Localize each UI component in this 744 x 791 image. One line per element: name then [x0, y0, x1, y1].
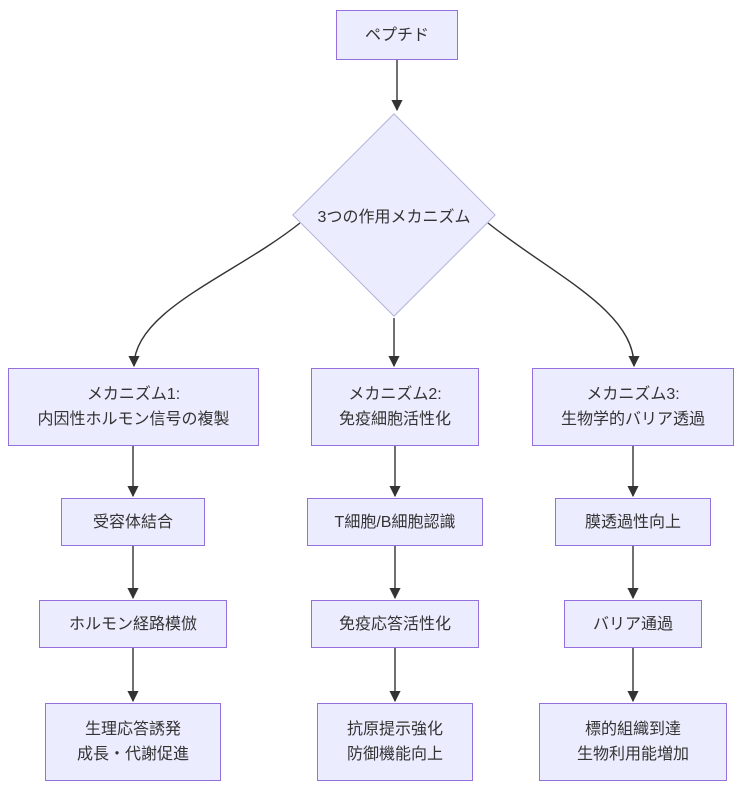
node-mechanism-2: メカニズム2: 免疫細胞活性化	[311, 368, 479, 446]
node-physiological-response: 生理応答誘発 成長・代謝促進	[45, 703, 221, 781]
node-receptor-binding: 受容体結合	[61, 498, 205, 546]
node-mechanism-1: メカニズム1: 内因性ホルモン信号の複製	[8, 368, 259, 446]
node-immune-response-activation: 免疫応答活性化	[311, 600, 479, 648]
node-membrane-permeability: 膜透過性向上	[555, 498, 711, 546]
edge-decision-mech3	[487, 222, 640, 368]
edge-decision-mech1	[128, 222, 301, 368]
node-target-tissue: 標的組織到達 生物利用能増加	[539, 703, 727, 781]
node-peptide: ペプチド	[336, 10, 458, 60]
node-hormone-pathway-mimicry: ホルモン経路模倣	[39, 600, 227, 648]
node-decision-label: 3つの作用メカニズム	[317, 209, 471, 226]
node-barrier-passage: バリア通過	[564, 600, 702, 648]
node-antigen-presentation: 抗原提示強化 防御機能向上	[317, 703, 473, 781]
node-mechanism-3: メカニズム3: 生物学的バリア透過	[532, 368, 734, 446]
node-tcell-bcell-recognition: T細胞/B細胞認識	[307, 498, 483, 546]
